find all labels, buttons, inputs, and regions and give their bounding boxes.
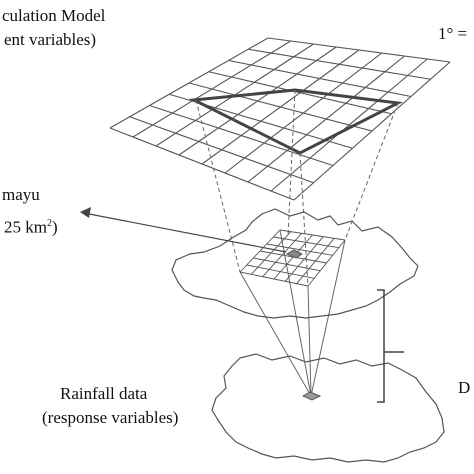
- rainfall-title-line2: (response variables): [42, 408, 179, 427]
- projection-lines: [195, 89, 399, 397]
- projection-line-0: [195, 99, 241, 273]
- distance-bracket: [377, 289, 404, 403]
- projection-line-6: [307, 285, 312, 397]
- fine-grid: [239, 229, 346, 287]
- gcm-title-line2: ent variables): [4, 30, 97, 49]
- country-outline-lower: [211, 353, 445, 463]
- projection-line-2: [299, 152, 309, 287]
- area-size-label: 25 km2): [4, 214, 58, 238]
- fine-grid-line-v6: [239, 271, 309, 287]
- area-arrow-head: [80, 207, 91, 218]
- area-size-exponent: 2: [46, 218, 52, 229]
- area-size-suffix: ): [51, 217, 58, 237]
- country-outline-upper: [171, 208, 419, 319]
- resolution-label: 1° =: [438, 24, 468, 43]
- projection-line-4: [239, 271, 312, 397]
- projection-line-1: [344, 102, 399, 241]
- projection-line-5: [310, 239, 346, 397]
- gcm-title-line1: culation Model: [2, 6, 106, 25]
- gcm-grid-line-v7: [129, 116, 314, 184]
- gcm-grid-line-u5: [224, 52, 383, 174]
- projection-line-7: [279, 229, 312, 397]
- gcm-grid-line-v6: [149, 104, 334, 167]
- gcm-grid-line-u7: [270, 58, 428, 192]
- fine-grid-line-v5: [246, 264, 315, 279]
- projection-line-3: [287, 89, 296, 237]
- area-size-prefix: 25 km: [4, 217, 47, 237]
- area-arrow-line: [83, 212, 287, 253]
- rainfall-point: [301, 391, 322, 401]
- target-cell: [285, 249, 303, 259]
- right-edge-label: D: [458, 378, 471, 397]
- fine-grid-line-u6: [307, 239, 346, 287]
- gcm-grid-line-u8: [293, 61, 451, 201]
- gcm-grid-line-v8: [109, 127, 295, 201]
- gcm-grid: [109, 37, 451, 201]
- gcm-grid-line-u6: [247, 55, 405, 183]
- rainfall-title-line1: Rainfall data: [60, 384, 148, 403]
- gcm-grid-line-v4: [188, 82, 373, 132]
- area-name-label: mayu: [2, 185, 40, 204]
